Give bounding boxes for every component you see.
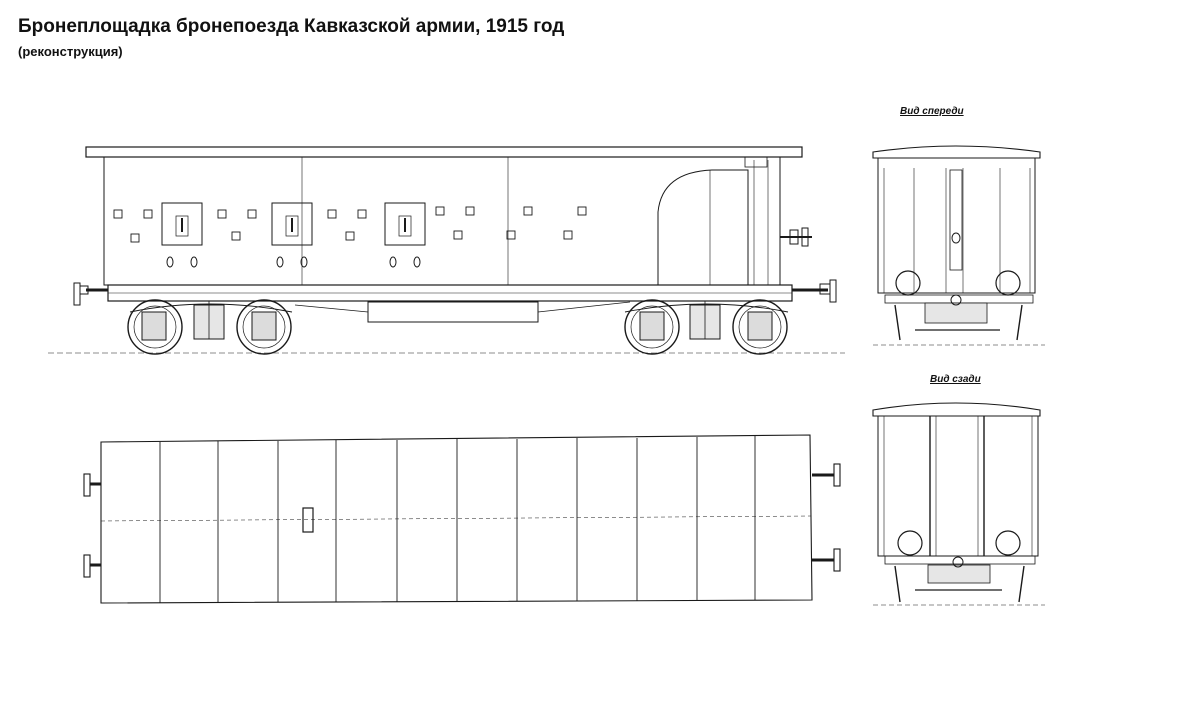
plan-panels — [159, 436, 756, 603]
side-buffer-left — [73, 282, 108, 306]
front-view — [872, 145, 1045, 346]
side-bogie-left — [127, 299, 293, 355]
side-buffer-right — [792, 279, 837, 303]
page-subtitle: (реконструкция) — [18, 44, 123, 59]
plan-buffers — [83, 463, 841, 578]
plan-outline — [100, 434, 813, 604]
side-tank — [367, 301, 539, 323]
side-coupling — [780, 227, 812, 247]
rear-view-label: Вид сзади — [930, 374, 981, 385]
front-buffer-left — [895, 270, 921, 296]
plan-hatch — [302, 507, 314, 533]
side-view — [48, 146, 845, 355]
front-buffer-right — [995, 270, 1021, 296]
rear-view — [872, 402, 1045, 606]
rear-buffer-right — [995, 530, 1021, 556]
rear-buffer-left — [897, 530, 923, 556]
plan-view — [83, 434, 841, 604]
side-body — [103, 156, 781, 286]
side-hatch-2 — [271, 202, 313, 268]
side-hatch-3 — [384, 202, 426, 268]
front-view-label: Вид спереди — [900, 106, 964, 117]
page-title: Бронеплощадка бронепоезда Кавказской арм… — [18, 16, 565, 37]
side-cabin — [657, 169, 749, 285]
side-hatch-1 — [161, 202, 203, 268]
side-bogie-right — [624, 299, 789, 355]
side-roof — [85, 146, 803, 158]
